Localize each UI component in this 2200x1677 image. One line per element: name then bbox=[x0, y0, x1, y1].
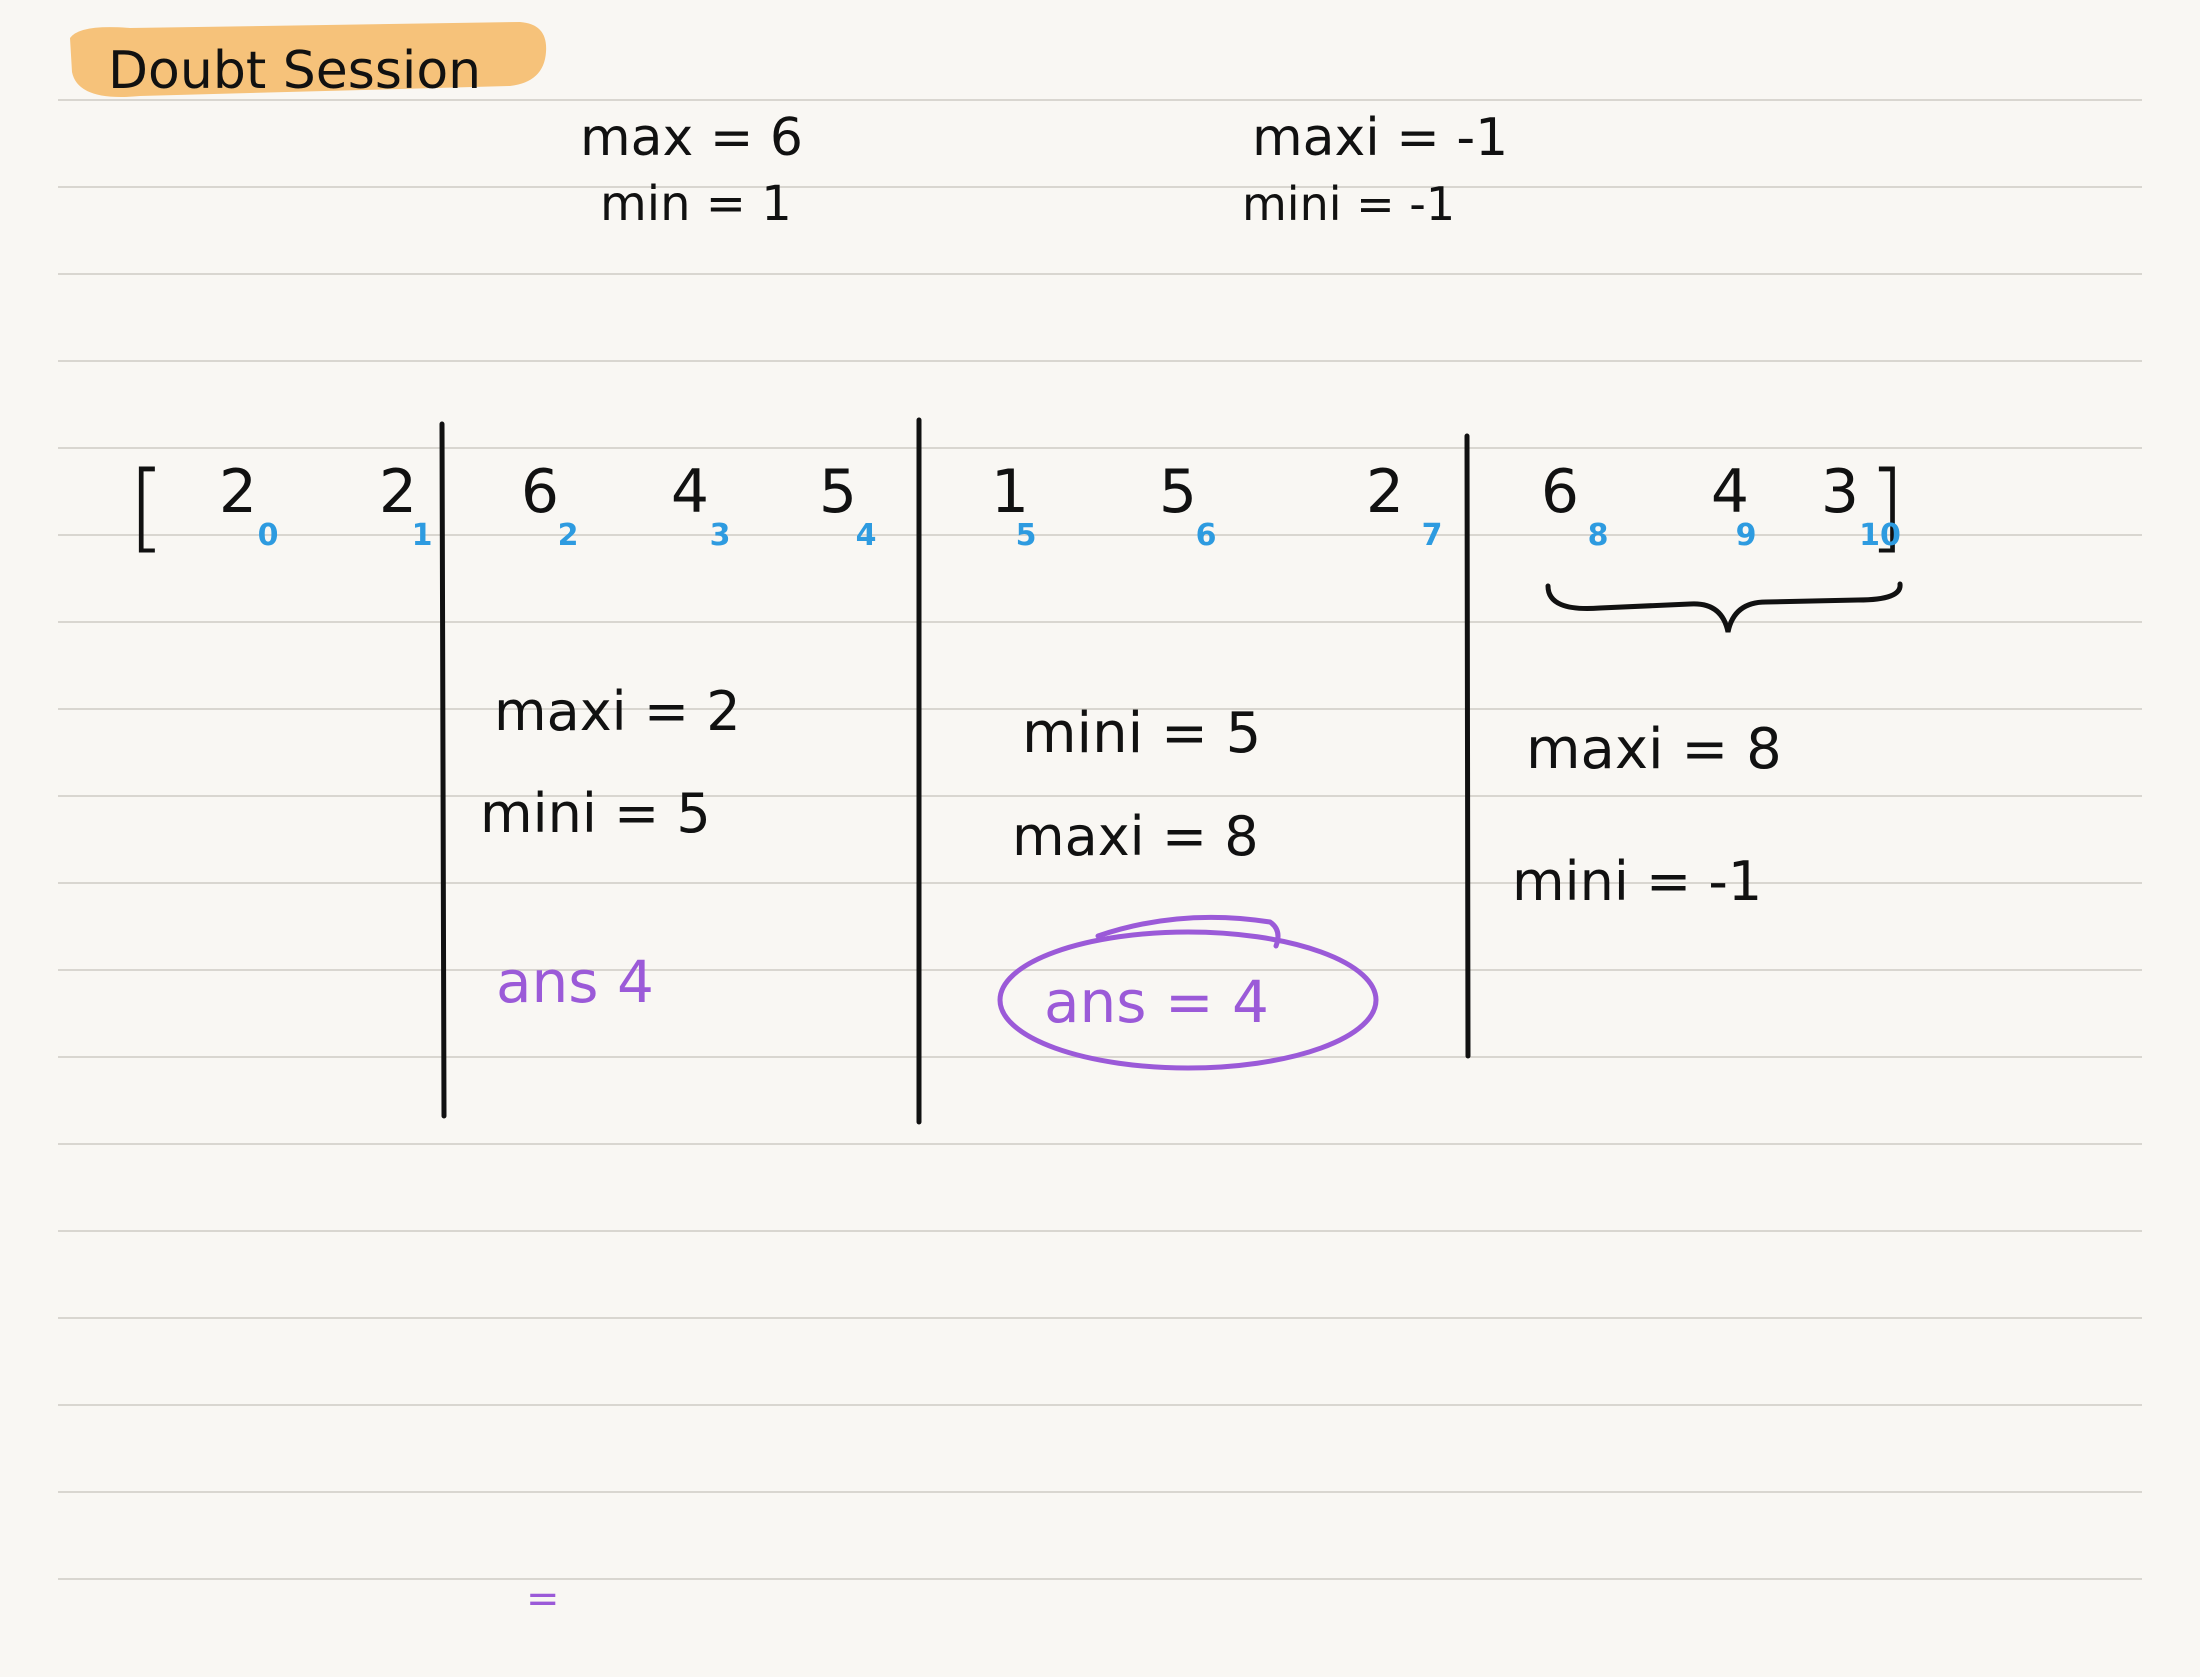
array-value: 2 bbox=[219, 457, 257, 527]
array-index: 8 bbox=[1588, 518, 1609, 553]
array-value: 6 bbox=[1541, 457, 1579, 527]
array-value: 3 bbox=[1821, 457, 1859, 527]
array-value: 4 bbox=[1711, 457, 1749, 527]
curly-brace bbox=[1545, 581, 1903, 633]
section1-maxi: maxi = 2 bbox=[494, 680, 741, 743]
array-index: 5 bbox=[1016, 518, 1037, 553]
array-index: 2 bbox=[558, 518, 579, 553]
array-value: 2 bbox=[1366, 457, 1404, 527]
answer-circle-overstroke bbox=[1095, 914, 1281, 949]
stray-equals-mark: = bbox=[526, 1576, 560, 1622]
section2-answer: ans = 4 bbox=[1044, 968, 1269, 1036]
array-value: 4 bbox=[671, 457, 709, 527]
page-title: Doubt Session bbox=[108, 41, 481, 101]
section3-mini: mini = -1 bbox=[1512, 850, 1762, 913]
section1-answer: ans 4 bbox=[496, 948, 654, 1016]
array-index: 7 bbox=[1422, 518, 1443, 553]
array-index: 1 bbox=[412, 518, 433, 553]
header-min: min = 1 bbox=[600, 176, 792, 232]
ruled-lines bbox=[58, 99, 2142, 1580]
array-index: 6 bbox=[1196, 518, 1217, 553]
array-value: 6 bbox=[521, 457, 559, 527]
array-index: 0 bbox=[258, 518, 279, 553]
section2-maxi: maxi = 8 bbox=[1012, 805, 1259, 868]
array-value: 2 bbox=[379, 457, 417, 527]
array-index: 3 bbox=[710, 518, 731, 553]
divider-1 bbox=[439, 421, 447, 1119]
array-close-bracket: ] bbox=[1868, 451, 1905, 563]
header-maxi: maxi = -1 bbox=[1252, 108, 1508, 168]
array-open-bracket: [ bbox=[128, 451, 165, 563]
header-mini: mini = -1 bbox=[1242, 177, 1455, 231]
section1-mini: mini = 5 bbox=[480, 782, 711, 845]
section2-mini: mini = 5 bbox=[1022, 701, 1261, 766]
array-indices: 0 1 2 3 4 5 6 7 8 9 10 bbox=[258, 518, 1901, 553]
array-value: 5 bbox=[1159, 457, 1197, 527]
array-index: 10 bbox=[1859, 518, 1901, 553]
array-index: 9 bbox=[1736, 518, 1757, 553]
array-value: 5 bbox=[819, 457, 857, 527]
array-index: 4 bbox=[856, 518, 877, 553]
header-max: max = 6 bbox=[580, 108, 803, 168]
answer-circle bbox=[997, 929, 1379, 1071]
divider-3 bbox=[1464, 433, 1471, 1059]
title-highlight bbox=[70, 22, 547, 97]
array-value: 1 bbox=[991, 457, 1029, 527]
section3-maxi: maxi = 8 bbox=[1526, 717, 1782, 782]
array-values: 2 2 6 4 5 1 5 2 6 4 3 bbox=[219, 457, 1859, 527]
